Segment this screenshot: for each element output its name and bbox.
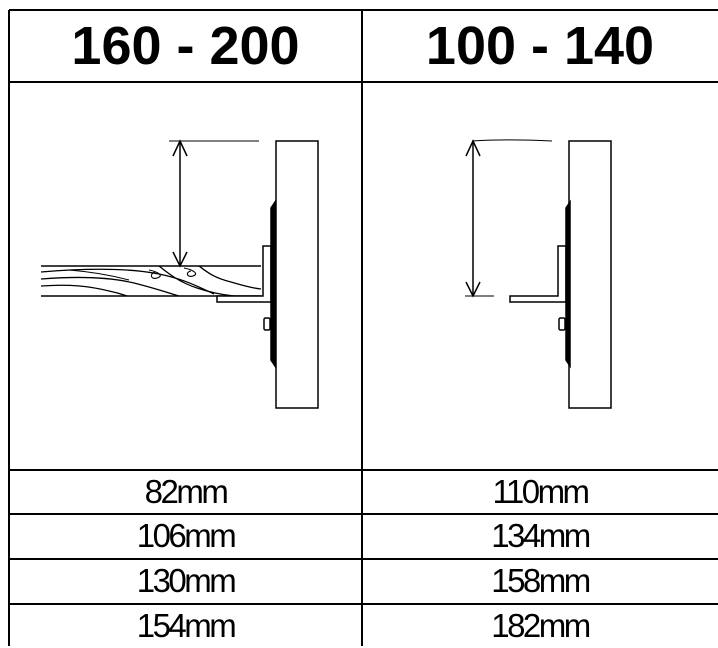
table-cell: 130mm: [136, 562, 237, 599]
table-cell: 110mm: [492, 473, 590, 510]
dimension-arrow-top: [465, 139, 481, 157]
dimension-arrow-top: [172, 139, 188, 157]
table-cell: 154mm: [136, 607, 237, 644]
table-cell: 82mm: [144, 473, 229, 510]
header-100-140: 100 - 140: [425, 16, 655, 76]
shelf-bracket: [216, 199, 276, 369]
table-cell: 182mm: [491, 607, 591, 644]
bracket-without-board-drawing: [465, 139, 612, 409]
wall-panel: [568, 140, 612, 409]
bracket-with-board-drawing: [40, 139, 319, 409]
table-cell: 158mm: [491, 562, 591, 599]
wall-panel: [275, 140, 319, 409]
table-cell: 134mm: [491, 517, 591, 554]
wood-board: [40, 265, 262, 297]
table-cell: 106mm: [136, 517, 237, 554]
dimension-top-reference: [471, 139, 553, 142]
shelf-bracket: [509, 199, 571, 369]
header-160-200: 160 - 200: [71, 16, 300, 76]
